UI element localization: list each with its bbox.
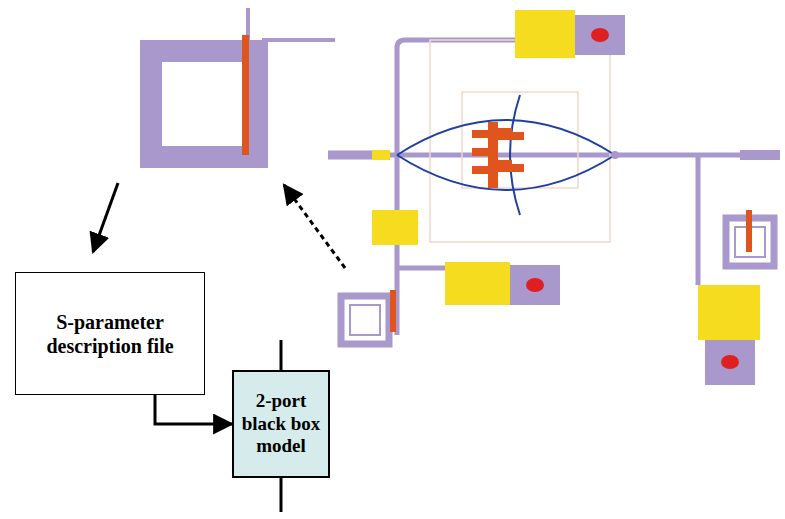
pad (372, 150, 390, 160)
capacitors-and-vias (372, 10, 760, 385)
box-label: 2-port black box model (240, 390, 322, 458)
inductor-zoom (151, 8, 335, 157)
circuit-layout (328, 40, 780, 344)
file-box: S-parameter description file (15, 272, 205, 395)
junction-dot (611, 151, 619, 159)
transistor (472, 122, 524, 188)
source-arrow (284, 185, 345, 268)
port-lead (280, 340, 283, 372)
box-label: S-parameter description file (22, 310, 198, 358)
zoom-arrow (93, 183, 118, 252)
flow-arrow (155, 395, 232, 424)
model-box: 2-port black box model (232, 370, 330, 478)
port-lead (280, 476, 283, 512)
